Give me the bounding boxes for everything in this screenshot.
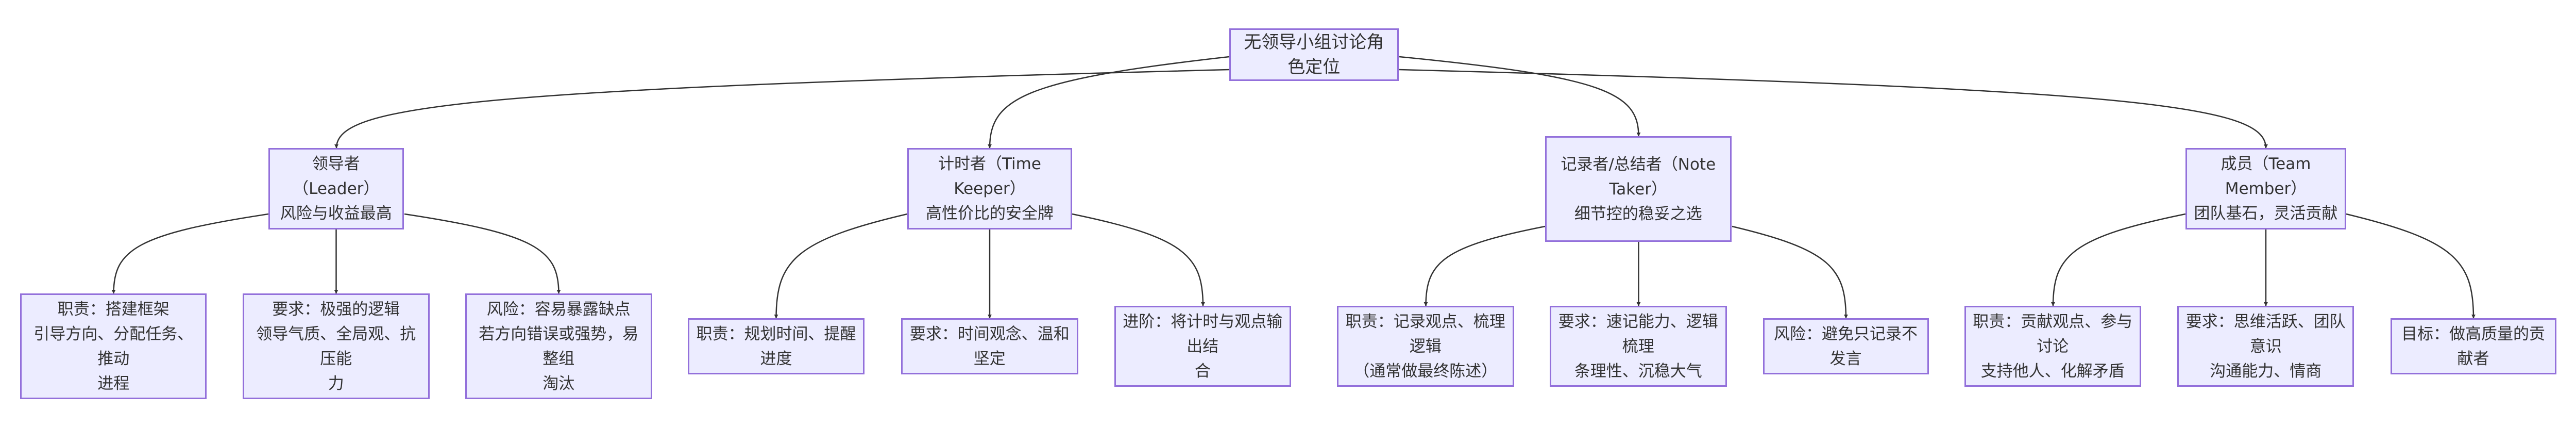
leader-requirement-node: 要求：极强的逻辑 领导气质、全局观、抗压能 力 (243, 293, 430, 399)
edge-root-to-role (1399, 69, 2268, 149)
role-label: 成员（Team Member） 团队基石，灵活贡献 (2194, 155, 2338, 223)
role-node-time-keeper: 计时者（Time Keeper） 高性价比的安全牌 (907, 148, 1072, 229)
node-label: 目标：做高质量的贡献者 (2401, 324, 2545, 368)
timekeeper-advanced-node: 进阶：将计时与观点输出结 合 (1114, 306, 1291, 387)
role-node-leader: 领导者（Leader） 风险与收益最高 (268, 148, 404, 229)
notetaker-risk-node: 风险：避免只记录不发言 (1762, 318, 1929, 374)
leader-duty-node: 职责：搭建框架 引导方向、分配任务、推动 进程 (20, 293, 207, 399)
edge-role-to-detail (111, 213, 269, 294)
role-label: 记录者/总结者（Note Taker） 细节控的稳妥之选 (1561, 155, 1716, 223)
node-label: 职责：规划时间、提醒进度 (696, 324, 856, 368)
timekeeper-duty-node: 职责：规划时间、提醒进度 (688, 318, 865, 374)
node-label: 职责：贡献观点、参与讨论 支持他人、化解矛盾 (1973, 312, 2133, 381)
edge-root-to-role (334, 69, 1230, 149)
node-label: 要求：极强的逻辑 领导气质、全局观、抗压能 力 (256, 300, 416, 393)
member-requirement-node: 要求：思维活跃、团队意识 沟通能力、情商 (2177, 306, 2354, 387)
member-duty-node: 职责：贡献观点、参与讨论 支持他人、化解矛盾 (1964, 306, 2141, 387)
leader-risk-node: 风险：容易暴露缺点 若方向错误或强势，易整组 淘汰 (465, 293, 652, 399)
role-label: 领导者（Leader） 风险与收益最高 (280, 155, 392, 223)
edge-root-to-role (988, 56, 1230, 149)
edge-root-to-role (1399, 56, 1641, 137)
node-label: 风险：避免只记录不发言 (1774, 324, 1918, 368)
member-goal-node: 目标：做高质量的贡献者 (2390, 318, 2556, 374)
node-label: 要求：时间观念、温和坚定 (909, 324, 1070, 368)
node-label: 要求：思维活跃、团队意识 沟通能力、情商 (2185, 312, 2346, 381)
edge-role-to-detail (1732, 225, 1848, 319)
role-node-note-taker: 记录者/总结者（Note Taker） 细节控的稳妥之选 (1545, 136, 1732, 242)
edge-role-to-detail (1423, 225, 1546, 306)
edge-role-to-detail (1072, 213, 1205, 306)
node-label: 要求：速记能力、逻辑梳理 条理性、沉稳大气 (1558, 312, 1718, 381)
node-label: 职责：搭建框架 引导方向、分配任务、推动 进程 (33, 300, 194, 393)
edge-role-to-detail (404, 213, 561, 294)
notetaker-duty-node: 职责：记录观点、梳理逻辑 （通常做最终陈述） (1336, 306, 1514, 387)
timekeeper-requirement-node: 要求：时间观念、温和坚定 (901, 318, 1078, 374)
root-label: 无领导小组讨论角色定位 (1244, 32, 1384, 77)
node-label: 风险：容易暴露缺点 若方向错误或强势，易整组 淘汰 (479, 300, 639, 393)
root-node: 无领导小组讨论角色定位 (1229, 28, 1399, 81)
node-label: 进阶：将计时与观点输出结 合 (1123, 312, 1283, 381)
node-label: 职责：记录观点、梳理逻辑 （通常做最终陈述） (1345, 312, 1505, 381)
role-label: 计时者（Time Keeper） 高性价比的安全牌 (926, 155, 1054, 223)
notetaker-requirement-node: 要求：速记能力、逻辑梳理 条理性、沉稳大气 (1549, 306, 1727, 387)
edge-role-to-detail (2051, 213, 2186, 306)
role-node-team-member: 成员（Team Member） 团队基石，灵活贡献 (2185, 148, 2346, 229)
edge-role-to-detail (774, 213, 908, 319)
edge-role-to-detail (2346, 213, 2476, 319)
